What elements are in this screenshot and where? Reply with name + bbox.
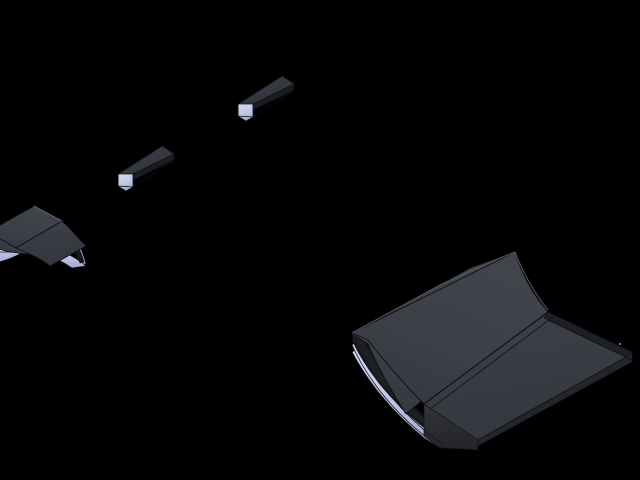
large-sheet-right-face	[477, 351, 633, 447]
large-sheet-right-seam-1	[551, 313, 635, 354]
large-sheet-fold-crease-outer	[423, 311, 549, 405]
plate-upper-outline	[237, 75, 295, 118]
part-large-bent-sheet[interactable]	[350, 251, 635, 451]
plate-lower-outline	[117, 145, 175, 188]
large-sheet-left-outline	[351, 333, 443, 445]
large-sheet-front-thickness	[423, 403, 479, 451]
large-sheet-specular-dot	[618, 342, 622, 346]
large-sheet-right-seam-2	[547, 319, 633, 361]
large-sheet-crest-highlight	[351, 251, 549, 334]
small-sheet-highlight-edge	[33, 205, 63, 222]
part-flat-plate-lower[interactable]	[116, 145, 175, 192]
part-flat-plate-upper[interactable]	[236, 75, 295, 122]
small-sheet-fold-crease	[15, 220, 63, 249]
small-sheet-top-right-wing	[15, 220, 87, 267]
part-small-bent-sheet[interactable]	[0, 205, 87, 269]
large-sheet-fold-crease-inner	[429, 316, 554, 410]
